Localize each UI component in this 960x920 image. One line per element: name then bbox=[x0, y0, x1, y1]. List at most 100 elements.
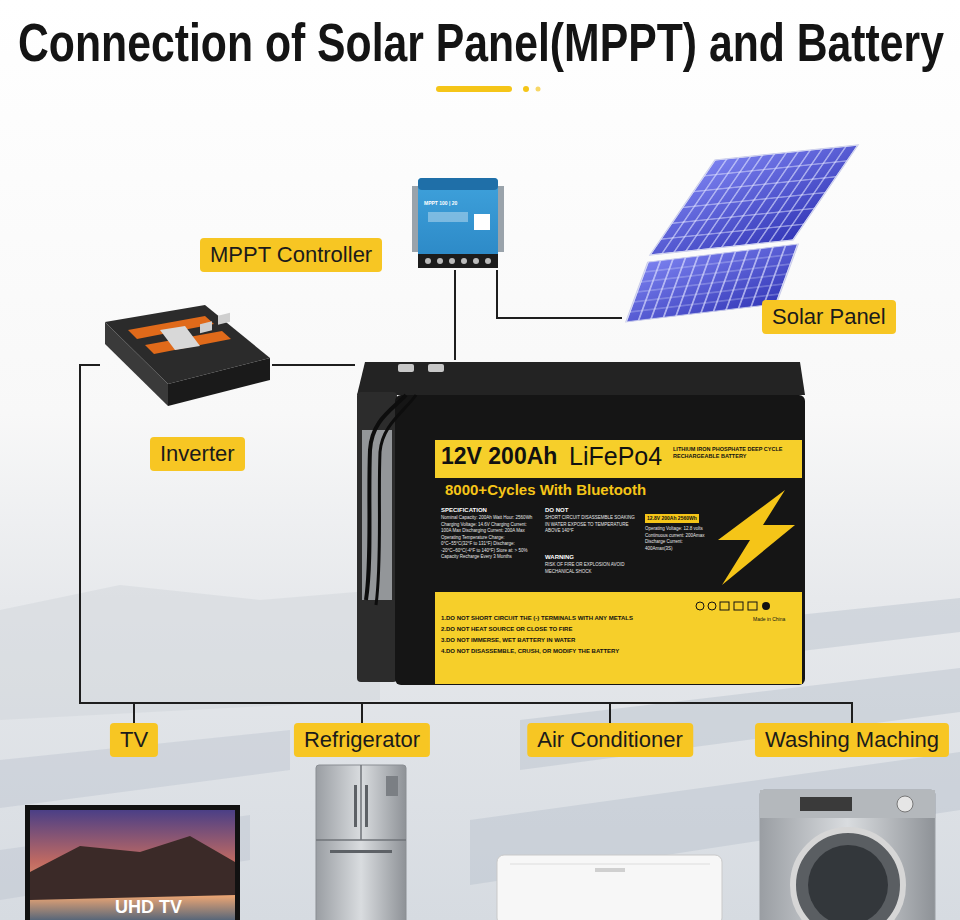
appliance-label: TV bbox=[110, 723, 158, 757]
terminal-screw bbox=[449, 258, 455, 264]
battery-lid bbox=[357, 362, 805, 395]
wire bbox=[80, 365, 134, 723]
inverter-outlet bbox=[200, 321, 212, 333]
cert-mark bbox=[720, 602, 729, 610]
battery-rating: 12V 200Ah bbox=[441, 441, 557, 471]
device-label: Inverter bbox=[150, 437, 245, 471]
mppt-terminals bbox=[418, 254, 498, 268]
warning-line: 4.DO NOT DISASSEMBLE, CRUSH, OR MODIFY T… bbox=[441, 647, 619, 655]
fridge-handle bbox=[330, 850, 392, 853]
warning-heading: WARNING bbox=[545, 553, 574, 561]
tv-frame bbox=[25, 805, 240, 920]
washer-panel bbox=[760, 790, 935, 818]
terminal-screw bbox=[437, 258, 443, 264]
inverter-side bbox=[105, 322, 168, 406]
refrigerator: Refrigerator bbox=[282, 723, 442, 920]
inverter: Inverter bbox=[100, 300, 272, 410]
donot-heading: DO NOT bbox=[545, 506, 568, 514]
cert-mark bbox=[696, 602, 704, 610]
battery-cycles: 8000+Cycles With Bluetooth bbox=[445, 481, 646, 499]
ac-body bbox=[497, 855, 722, 920]
title-underline bbox=[436, 86, 512, 92]
diagram-title: Connection of Solar Panel(MPPT) and Batt… bbox=[18, 12, 944, 72]
wire bbox=[80, 365, 362, 723]
warning-line: 1.DO NOT SHORT CIRCUIT THE (-) TERMINALS… bbox=[441, 614, 633, 622]
inverter-logo bbox=[160, 326, 200, 350]
cert-mark bbox=[708, 602, 716, 610]
battery-terminal bbox=[398, 364, 414, 372]
wire bbox=[80, 365, 852, 723]
battery-chemistry: LiFePo4 bbox=[569, 440, 662, 472]
cert-mark bbox=[748, 602, 757, 610]
inverter-front bbox=[168, 358, 270, 406]
cert-mark bbox=[762, 602, 770, 610]
fridge-handle bbox=[354, 785, 357, 827]
appliance-label: Refrigerator bbox=[294, 723, 430, 757]
battery-terminal bbox=[428, 364, 444, 372]
ac-grille bbox=[510, 864, 710, 865]
device-label: MPPT Controller bbox=[200, 238, 382, 272]
donot-text: SHORT CIRCUIT DISASSEMBLE SOAKING IN WAT… bbox=[545, 515, 635, 535]
spec-heading: SPECIFICATION bbox=[441, 506, 487, 514]
washing-machine: Washing Maching bbox=[750, 723, 954, 920]
fridge-dispenser bbox=[386, 776, 398, 796]
lightning-bolt bbox=[718, 490, 795, 585]
wire bbox=[497, 270, 622, 318]
tv-screen bbox=[30, 810, 235, 920]
washer-window bbox=[808, 845, 888, 920]
battery: 12V 200Ah LiFePo4 LITHIUM IRON PHOSPHATE D… bbox=[355, 360, 810, 685]
washer-display bbox=[800, 797, 852, 811]
terminal-screw bbox=[425, 258, 431, 264]
terminal-screw bbox=[461, 258, 467, 264]
operating-text: Operating Voltage: 12.8 volts Continuous… bbox=[645, 526, 705, 552]
solar-panel-upper bbox=[650, 145, 858, 255]
solar-panel-cells bbox=[650, 145, 858, 255]
washer-door bbox=[793, 830, 903, 920]
wire bbox=[272, 364, 355, 366]
warning-line: 2.DO NOT HEAT SOURCE OR CLOSE TO FIRE bbox=[441, 625, 572, 633]
inverter-outlet bbox=[218, 313, 230, 325]
battery-cable bbox=[376, 395, 416, 605]
origin-text: Made in China bbox=[753, 616, 785, 623]
battery-cable bbox=[366, 395, 406, 600]
fridge-seam bbox=[360, 765, 362, 840]
wire bbox=[454, 270, 456, 360]
model-text: MPPT 100 | 20 bbox=[424, 200, 457, 206]
mppt-controller: MPPT ControllerMPPT 100 | 20 bbox=[412, 175, 504, 270]
battery-band bbox=[435, 440, 802, 478]
mppt-body bbox=[418, 178, 498, 268]
fridge-handle bbox=[365, 785, 368, 827]
distant-hills bbox=[0, 585, 380, 720]
tv: TV UHD TV bbox=[28, 723, 240, 920]
tv-rocks bbox=[30, 836, 235, 900]
air-conditioner: Air Conditioner bbox=[510, 723, 710, 920]
title-dot bbox=[536, 87, 541, 92]
mppt-top bbox=[418, 178, 498, 190]
mppt-sticker bbox=[428, 212, 468, 222]
warning-line: 3.DO NOT IMMERSE, WET BATTERY IN WATER bbox=[441, 636, 575, 644]
solar-panel-grid bbox=[650, 145, 858, 255]
washer-dial bbox=[897, 796, 913, 812]
appliance-label: Washing Maching bbox=[755, 723, 949, 757]
screen-text: UHD TV bbox=[115, 897, 182, 918]
mppt-qr bbox=[474, 214, 490, 230]
wire bbox=[80, 365, 610, 723]
terminal-screw bbox=[473, 258, 479, 264]
title-dot bbox=[523, 86, 529, 92]
ac-display bbox=[595, 868, 625, 872]
solar-panel: Solar Panel bbox=[622, 143, 862, 325]
cert-mark bbox=[734, 602, 743, 610]
energy-badge: 12.8V 200Ah 2560Wh bbox=[645, 514, 699, 523]
terminal-screw bbox=[485, 258, 491, 264]
battery-side bbox=[357, 392, 397, 682]
spec-text: Nominal Capacity: 200Ah Watt Hour: 2560W… bbox=[441, 515, 533, 561]
device-label: Solar Panel bbox=[762, 300, 896, 334]
appliance-label: Air Conditioner bbox=[527, 723, 693, 757]
warning-text: RISK OF FIRE OR EXPLOSION AVOID MECHANIC… bbox=[545, 562, 635, 575]
battery-type: LITHIUM IRON PHOSPHATE DEEP CYCLE RECHAR… bbox=[673, 446, 791, 461]
battery-warning-band bbox=[435, 592, 802, 684]
fridge-body bbox=[316, 765, 406, 920]
battery-front bbox=[395, 395, 805, 685]
